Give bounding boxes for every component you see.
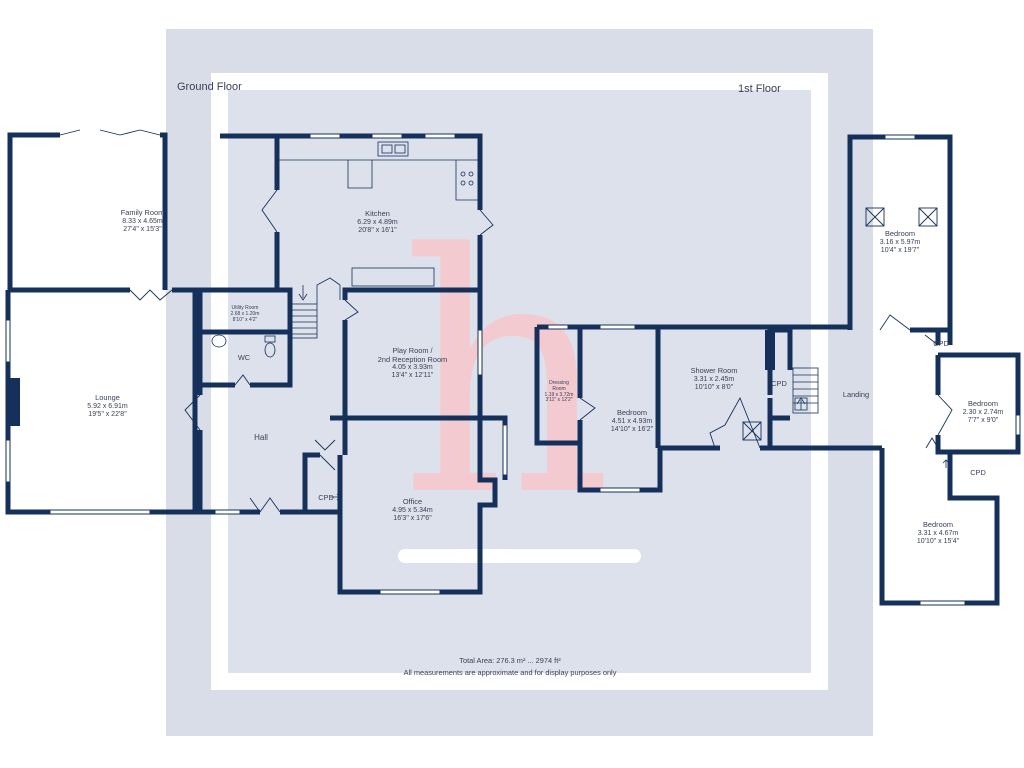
room-metric: 4.05 x 3.93m bbox=[392, 364, 433, 372]
room-imperial: 10'10" x 8'0" bbox=[694, 383, 734, 391]
room-metric: 4.51 x 4.93m bbox=[611, 417, 653, 425]
room-name-2: 2nd Reception Room bbox=[377, 354, 448, 364]
room-bedroom-top: Bedroom 3.16 x 5.97m 10'4" x 19'7" bbox=[860, 229, 940, 255]
room-cpd-first-a: CPD bbox=[767, 379, 791, 389]
room-cpd-first-b: CPD bbox=[929, 339, 953, 349]
room-bedroom-main: Bedroom 4.51 x 4.93m 14'10" x 16'2" bbox=[592, 408, 672, 434]
room-metric: 8.33 x 4.65m bbox=[122, 217, 163, 225]
room-office: Office 4.95 x 5.34m 16'3" x 17'6" bbox=[370, 497, 455, 523]
room-imperial: 27'4" x 15'3" bbox=[123, 225, 162, 233]
room-name: Bedroom bbox=[617, 408, 647, 417]
room-metric: 4.95 x 5.34m bbox=[392, 506, 433, 514]
room-imperial: 10'4" x 19'7" bbox=[880, 246, 920, 254]
room-metric: 3.31 x 4.67m bbox=[917, 529, 959, 537]
room-imperial: 3'11" x 12'2" bbox=[545, 397, 573, 404]
room-metric: 1.19 x 3.72m bbox=[544, 391, 574, 398]
room-name: WC bbox=[237, 353, 251, 362]
total-area: Total Area: 276.3 m² ... 2974 ft² bbox=[459, 656, 561, 665]
room-utility: Utility Room 2.68 x 1.20m 8'10" x 4'2" bbox=[205, 305, 285, 323]
room-imperial: 8'10" x 4'2" bbox=[232, 316, 258, 323]
room-name: CPD bbox=[771, 379, 787, 388]
room-family-room: Family Room 8.33 x 4.65m 27'4" x 15'3" bbox=[100, 208, 185, 234]
room-metric: 5.92 x 6.91m bbox=[87, 402, 128, 410]
fireplace bbox=[6, 378, 20, 426]
room-cpd-ground: CPD bbox=[314, 493, 338, 503]
room-kitchen: Kitchen 6.29 x 4.89m 20'8" x 16'1" bbox=[335, 209, 420, 235]
wc-fittings bbox=[211, 334, 276, 358]
room-lounge: Lounge 5.92 x 6.91m 19'5" x 22'8" bbox=[60, 393, 155, 419]
room-name: CPD bbox=[318, 493, 334, 502]
room-name: Bedroom bbox=[923, 520, 953, 529]
room-name: Hall bbox=[254, 433, 268, 442]
chimney-block bbox=[765, 330, 775, 370]
room-name: Landing bbox=[842, 390, 870, 399]
room-name: Family Room bbox=[120, 208, 165, 217]
ground-floor-label: Ground Floor bbox=[177, 81, 242, 93]
kitchen-fittings bbox=[277, 141, 478, 287]
room-name: CPD bbox=[970, 468, 986, 477]
svg-text:h: h bbox=[400, 184, 613, 568]
room-cpd-first-c: CPD bbox=[964, 468, 992, 478]
room-wc: WC bbox=[226, 353, 262, 363]
room-name: Office bbox=[402, 497, 423, 506]
stairs-first bbox=[792, 367, 819, 414]
room-dressing: Dressing Room 1.19 x 3.72m 3'11" x 12'2" bbox=[539, 380, 579, 404]
room-name: Bedroom bbox=[968, 399, 998, 408]
room-metric: 6.29 x 4.89m bbox=[357, 218, 398, 226]
room-name-2: Room bbox=[552, 385, 566, 392]
room-imperial: 19'5" x 22'8" bbox=[88, 410, 127, 418]
room-imperial: 16'3" x 17'6" bbox=[393, 514, 432, 522]
room-imperial: 14'10" x 16'2" bbox=[610, 425, 654, 433]
room-bedroom-small: Bedroom 2.30 x 2.74m 7'7" x 9'0" bbox=[953, 399, 1013, 425]
room-name: Lounge bbox=[95, 393, 120, 402]
room-imperial: 20'8" x 16'1" bbox=[358, 226, 397, 234]
walls-ground bbox=[5, 132, 508, 595]
room-imperial: 7'7" x 9'0" bbox=[967, 416, 999, 424]
windows bbox=[5, 133, 1021, 606]
stairs-ground bbox=[291, 277, 341, 339]
decorative-bar bbox=[398, 549, 641, 563]
cpd-arrows bbox=[330, 459, 950, 501]
room-imperial: 13'4" x 12'11" bbox=[391, 372, 434, 380]
room-name: Dressing bbox=[549, 380, 569, 386]
skylights bbox=[742, 207, 938, 441]
walls-first bbox=[534, 134, 1021, 606]
room-name: Shower Room bbox=[690, 366, 738, 375]
room-metric: 2.30 x 2.74m bbox=[962, 408, 1004, 416]
room-metric: 3.16 x 5.97m bbox=[879, 238, 921, 246]
room-landing: Landing bbox=[835, 390, 877, 400]
inner-panel bbox=[228, 90, 811, 673]
room-shower: Shower Room 3.31 x 2.45m 10'10" x 8'0" bbox=[672, 366, 756, 392]
room-play-room: Play Room / 2nd Reception Room 4.05 x 3.… bbox=[365, 346, 460, 380]
disclaimer: All measurements are approximate and for… bbox=[403, 668, 617, 677]
room-imperial: 10'10" x 15'4" bbox=[916, 537, 960, 545]
room-name: Play Room / bbox=[392, 346, 433, 355]
room-name: Bedroom bbox=[885, 229, 915, 238]
room-bedroom-bottom: Bedroom 3.31 x 4.67m 10'10" x 15'4" bbox=[898, 520, 978, 546]
first-floor-label: 1st Floor bbox=[738, 83, 781, 95]
room-metric: 2.68 x 1.20m bbox=[230, 310, 260, 317]
room-name: Utility Room bbox=[231, 305, 259, 311]
doors bbox=[59, 129, 953, 513]
room-name: Kitchen bbox=[365, 209, 390, 218]
room-hall: Hall bbox=[246, 433, 276, 442]
room-name: CPD bbox=[933, 339, 949, 348]
room-metric: 3.31 x 2.45m bbox=[693, 375, 735, 383]
watermark-logo: h bbox=[400, 184, 613, 568]
